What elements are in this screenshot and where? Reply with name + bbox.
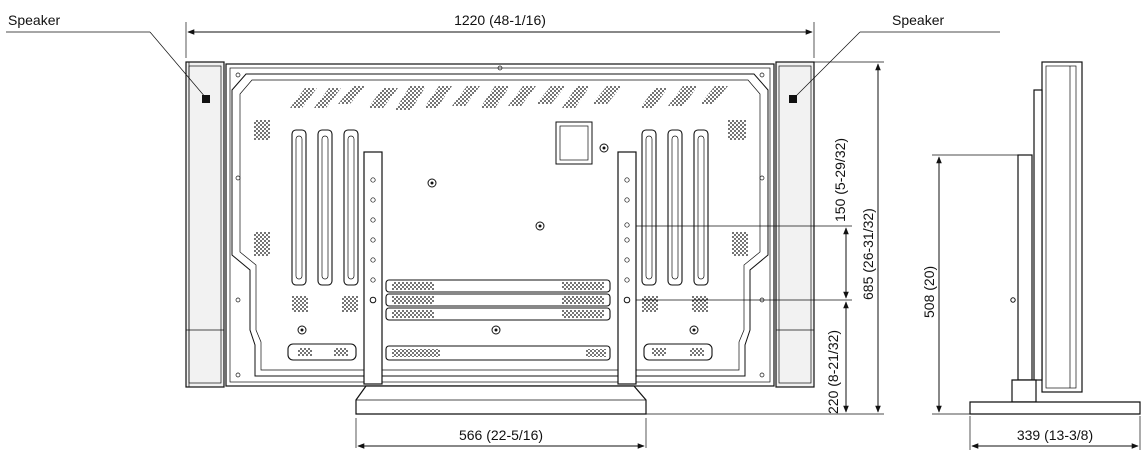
speaker-label-left: Speaker bbox=[8, 12, 60, 28]
side-view bbox=[969, 61, 1141, 415]
bottom-to-mount-label: 220 (8-21/32) bbox=[825, 330, 841, 414]
side-height-label: 508 (20) bbox=[921, 266, 937, 318]
dim-overall-height: 685 (26-31/32) bbox=[814, 61, 884, 415]
overall-width-label: 1220 (48-1/16) bbox=[454, 12, 546, 28]
dim-side-height: 508 (20) bbox=[921, 154, 1018, 415]
right-vent-slots bbox=[641, 129, 709, 286]
rear-view bbox=[185, 61, 815, 415]
terminal-cover bbox=[555, 121, 593, 165]
dim-side-depth: 339 (13-3/8) bbox=[969, 416, 1141, 450]
left-vent-slots bbox=[291, 129, 359, 286]
side-panel bbox=[1041, 61, 1083, 393]
speaker-callouts: Speaker Speaker bbox=[6, 12, 1000, 99]
speaker-label-right: Speaker bbox=[892, 12, 944, 28]
speaker-logo bbox=[202, 95, 210, 103]
left-speaker bbox=[185, 61, 225, 388]
right-speaker bbox=[775, 61, 815, 388]
dim-mount-spacing: 150 (5-29/32) 220 (8-21/32) bbox=[636, 138, 852, 415]
side-stand-base bbox=[969, 401, 1141, 415]
side-stand-post bbox=[1017, 154, 1033, 381]
panel-body bbox=[225, 63, 775, 387]
edge-holes bbox=[235, 65, 765, 378]
stand-base bbox=[355, 385, 647, 415]
dim-stand-width: 566 (22-5/16) bbox=[355, 418, 647, 449]
speaker-logo bbox=[789, 95, 797, 103]
stand-posts bbox=[363, 151, 637, 385]
overall-height-label: 685 (26-31/32) bbox=[860, 208, 876, 300]
dim-overall-width: 1220 (48-1/16) bbox=[185, 12, 815, 58]
top-vents bbox=[254, 86, 748, 256]
stand-width-label: 566 (22-5/16) bbox=[459, 427, 543, 443]
side-depth-label: 339 (13-3/8) bbox=[1017, 427, 1093, 443]
mount-screws bbox=[297, 143, 699, 335]
mount-spacing-label: 150 (5-29/32) bbox=[832, 138, 848, 222]
